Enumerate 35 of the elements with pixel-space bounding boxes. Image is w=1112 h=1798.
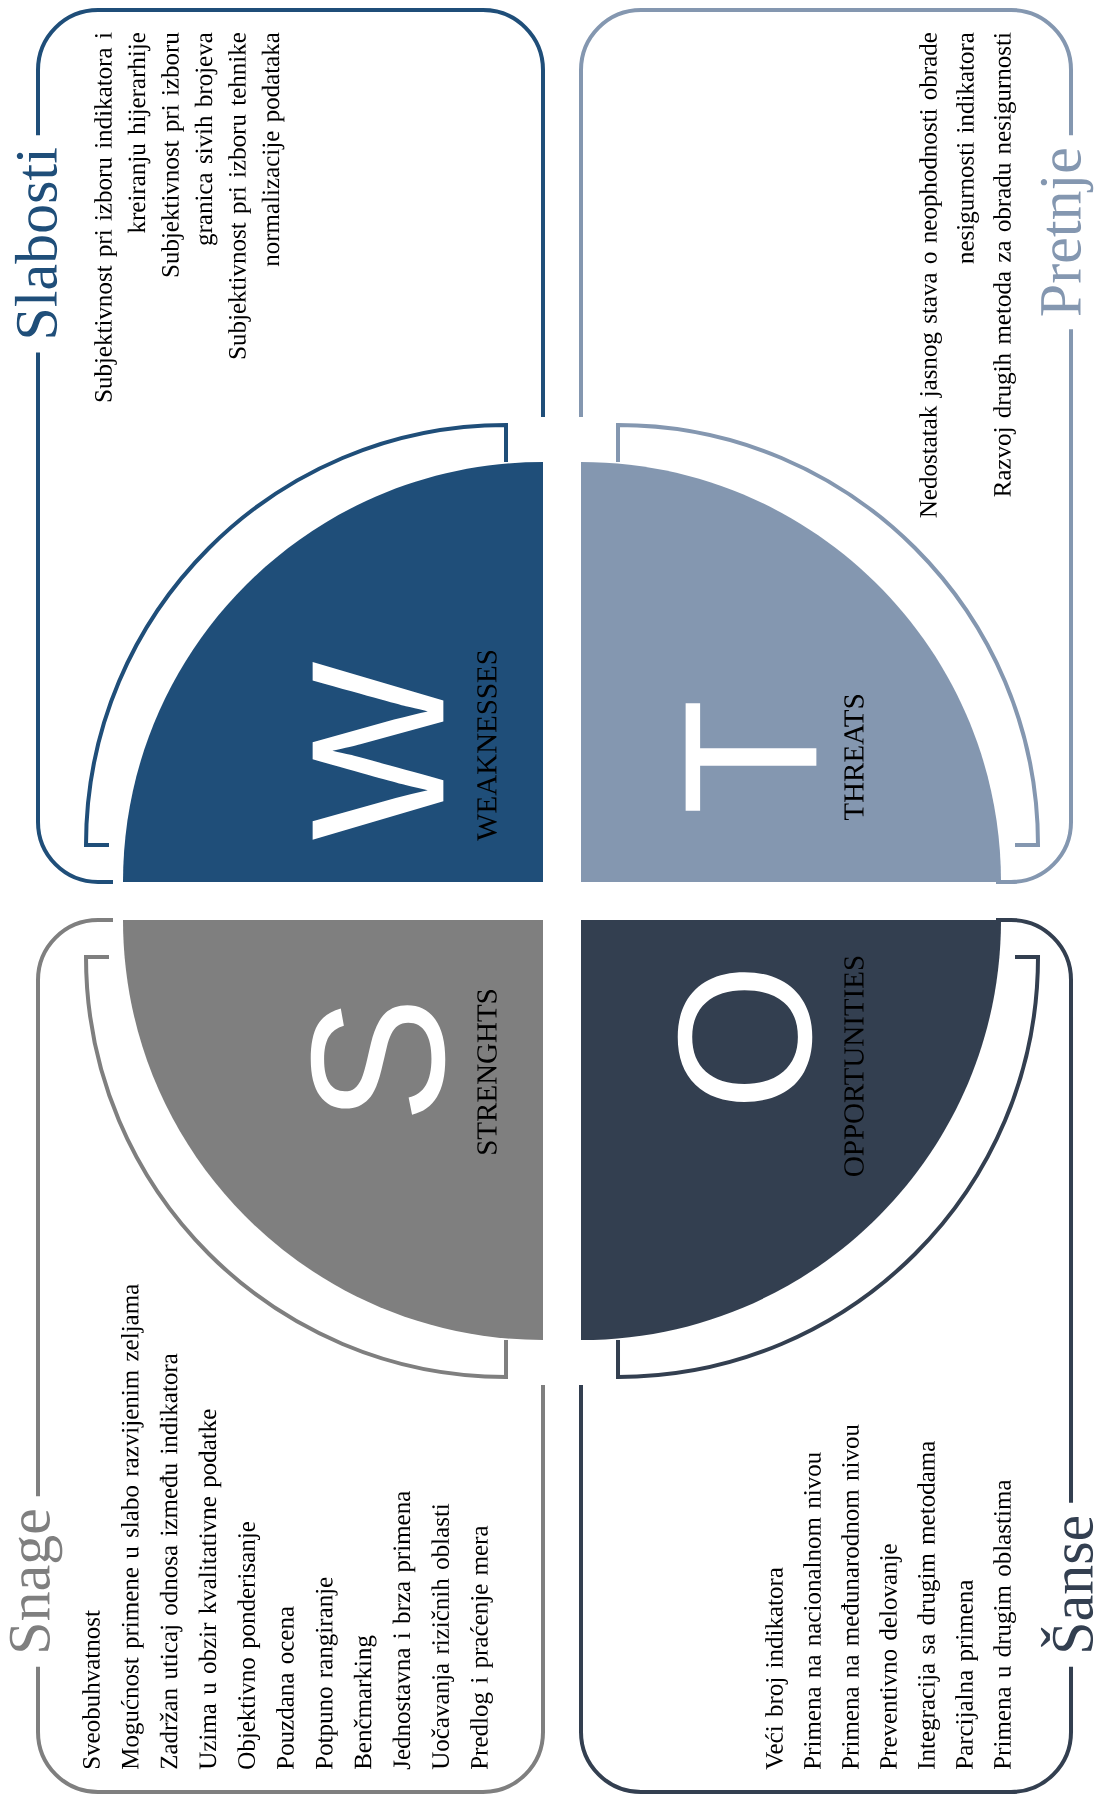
list-item: Pouzdana ocena [276,1606,294,1770]
list-item: Razvoj drugih metoda za obradu nesigurnosti [993,32,1016,497]
list-item: Objektivno ponderisanje [237,1522,261,1769]
list-item: Veći broj indikatora [765,1567,788,1770]
list-item: Preventivno delovanje [879,1544,902,1770]
list-item: Primena na nacionalnom nivou [803,1452,821,1770]
quadrant-label: THREATS [844,695,864,821]
panel-title: Šanse [1040,1502,1094,1667]
quadrant-letter: T [685,703,817,811]
list-item: Uzima u obzir kvalitativne podatke [198,1409,222,1770]
quadrant-label: OPPORTUNITIES [844,956,864,1176]
list-item: Subjektivnost pri izboru tehnike normalizacije podataka [228,32,285,359]
list-item: Zadržan uticaj odnosa između indikatora [159,1353,183,1769]
panel-title: Pretnje [1040,135,1094,330]
quadrant-letter: O [677,972,813,1102]
list-item: Predlog i praćenje mera [470,1525,493,1770]
list-item: Integracija sa drugim metodama [917,1441,940,1769]
list-item: Mogućnost primene u slabo razvijenim zeljama [120,1284,144,1770]
list-item: Parcijalna primena [955,1579,978,1770]
list-item: Subjektivnost pri izboru granica sivih brojeva [161,32,218,277]
quadrant-label: STRENGHTS [477,990,497,1154]
panel-title: Snage [9,1496,63,1667]
quadrant-label: WEAKNESSES [477,650,497,841]
list-item: Jednostavna i brza primena [392,1491,416,1770]
panel-title: Slabosti [14,135,58,353]
quadrant-letter: S [310,1005,446,1115]
list-item: Benčmarking [353,1635,377,1770]
list-item: Primena na međunarodnom nivou [841,1424,859,1770]
list-item: Nedostatak jasnog stava o neophodnosti obrade nesigurnosti indikatora [919,32,979,518]
quadrant-letter: W [312,661,444,840]
list-item: Subjektivnost pri izboru indikatora i kreiranju hijerarhije [94,32,151,402]
list-item: Uočavanja rizičnih oblasti [431,1503,455,1770]
list-item: Potpuno rangiranje [315,1577,338,1770]
list-item: Sveobuhvatnost [82,1610,100,1769]
list-item: Primena u drugim oblastima [993,1479,1016,1770]
